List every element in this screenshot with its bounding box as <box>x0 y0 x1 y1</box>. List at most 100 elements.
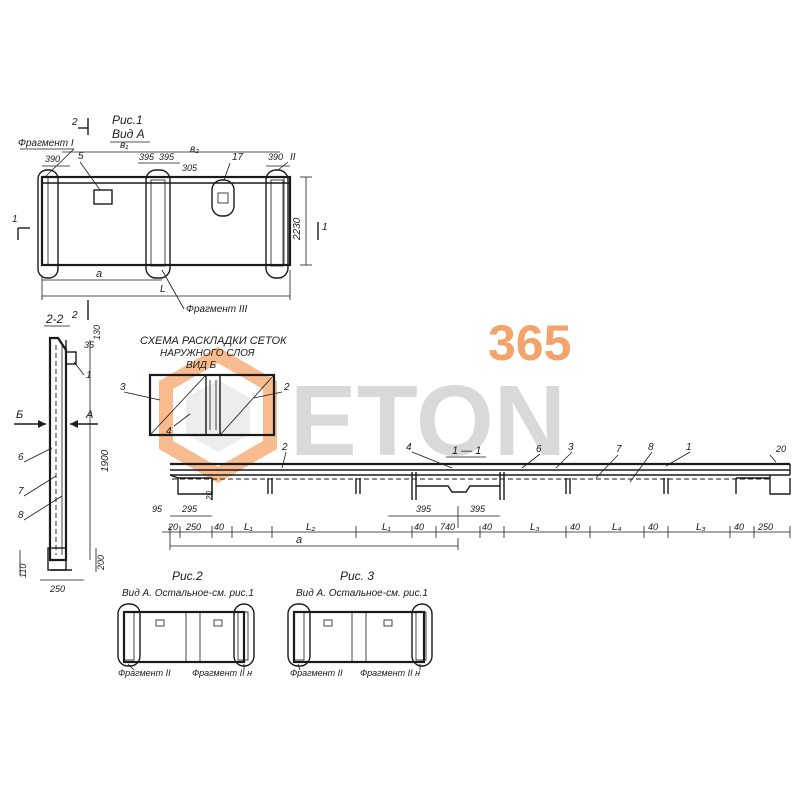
dim-395-a: 395 <box>139 152 155 162</box>
fig1-title: Рис.1 <box>112 113 143 127</box>
dim-390-left: 390 <box>45 154 60 164</box>
sec11-label-2: 2 <box>281 442 288 453</box>
dim-top-295: 295 <box>181 504 198 514</box>
dim-110: 110 <box>18 564 28 578</box>
dim-bot-4: L₂ <box>306 522 316 533</box>
mesh-layout-scheme: СХЕМА РАСКЛАДКИ СЕТОК НАРУЖНОГО СЛОЯ ВИД… <box>120 335 290 437</box>
fig3-title: Рис. 3 <box>340 569 374 583</box>
fig2-title: Рис.2 <box>172 569 203 583</box>
sec11-label-3: 3 <box>568 442 574 453</box>
figure-1: Рис.1 Вид А Фрагмент I 5 17 II 390 в₁ <box>12 113 328 321</box>
fragment-ii-outline <box>265 169 289 279</box>
dim-b1: в₁ <box>120 140 128 151</box>
label-5: 5 <box>78 151 84 162</box>
section-2-2: 2-2 35 130 1 Б А 6 7 8 1900 110 200 250 <box>14 312 111 594</box>
watermark-word: ETON <box>290 365 566 477</box>
sec11-label-8: 8 <box>648 442 654 453</box>
fig3-right-frame <box>411 603 433 667</box>
fig3-caption: Вид А. Остальное-см. рис.1 <box>296 588 428 599</box>
scheme-label-2: 2 <box>283 382 290 393</box>
sec11-label-4: 4 <box>406 442 412 453</box>
sec11-label-1: 1 <box>686 442 692 453</box>
figure-2: Рис.2 Вид А. Остальное-см. рис.1 Фрагмен… <box>117 569 255 678</box>
label-fragment-i: Фрагмент I <box>18 138 74 149</box>
dim-250-sec22: 250 <box>49 584 65 594</box>
arrow-b-label: Б <box>16 409 23 421</box>
fig2-panel <box>122 610 246 664</box>
arrow-a-label: А <box>85 409 93 421</box>
section-1-1: 1 — 1 <box>152 442 791 550</box>
fig1-view: Вид А <box>112 127 145 141</box>
fig2-caption: Вид А. Остальное-см. рис.1 <box>122 588 254 599</box>
scheme-title: СХЕМА РАСКЛАДКИ СЕТОК <box>140 335 287 347</box>
sec11-label-7: 7 <box>616 444 622 455</box>
section-1-right-label: 1 <box>322 222 328 233</box>
dim-bot-6: 40 <box>414 522 424 532</box>
fig3-frag-right: Фрагмент II н <box>360 668 420 678</box>
sec22-label-6: 6 <box>18 452 24 463</box>
dim-b2: в₂ <box>190 144 199 155</box>
dim-top-395-a: 395 <box>416 504 432 514</box>
section-2-bottom-label: 2 <box>71 310 78 321</box>
dim-a-sec11: a <box>296 534 302 546</box>
dim-bot-8: 40 <box>482 522 492 532</box>
scheme-view: ВИД Б <box>186 360 217 371</box>
dim-390-right: 390 <box>268 152 283 162</box>
opening-5 <box>93 189 113 205</box>
fig2-frag-left: Фрагмент II <box>118 668 171 678</box>
dim-bot-11: L₄ <box>612 522 622 533</box>
dim-top-95: 95 <box>152 504 163 514</box>
sec22-title: 2-2 <box>45 312 64 326</box>
fragment-i-outline <box>37 169 59 279</box>
dim-top-395-b: 395 <box>470 504 486 514</box>
section-2-top-label: 2 <box>71 117 78 128</box>
dim-bot-7: 740 <box>440 522 455 532</box>
dim-20-right: 20 <box>775 444 786 454</box>
dim-20-left: 20 <box>205 491 214 501</box>
dim-1900: 1900 <box>100 449 111 472</box>
fig2-frag-right: Фрагмент II н <box>192 668 252 678</box>
sec11-title: 1 — 1 <box>452 445 481 457</box>
label-17: 17 <box>232 152 244 163</box>
dim-L: L <box>160 284 166 295</box>
dim-bot-1: 250 <box>185 522 201 532</box>
sec22-detail-top <box>65 351 77 365</box>
opening-17 <box>211 179 235 217</box>
dim-bot-5: L₁ <box>382 522 391 533</box>
panel-outline <box>40 175 292 267</box>
label-fragment-ii: II <box>290 152 296 163</box>
label-fragment-iii: Фрагмент III <box>186 304 247 315</box>
sec22-label-7: 7 <box>18 486 24 497</box>
watermark-number: 365 <box>488 315 571 371</box>
dim-2230: 2230 <box>292 217 303 241</box>
dim-bot-14: 40 <box>734 522 744 532</box>
dim-130: 130 <box>92 325 102 340</box>
dim-bot-10: 40 <box>570 522 580 532</box>
dim-bot-12: 40 <box>648 522 658 532</box>
figure-3: Рис. 3 Вид А. Остальное-см. рис.1 Фрагме… <box>287 569 433 678</box>
dim-305: 305 <box>182 163 198 173</box>
section-1-left-label: 1 <box>12 214 18 225</box>
dim-200: 200 <box>96 555 106 571</box>
sec22-label-8: 8 <box>18 510 24 521</box>
dim-bot-9: L₃ <box>530 522 540 533</box>
dim-bot-15: 250 <box>757 522 773 532</box>
dim-395-b: 395 <box>159 152 175 162</box>
fig3-frag-left: Фрагмент II <box>290 668 343 678</box>
fig2-left-frame <box>117 603 141 667</box>
scheme-subtitle: НАРУЖНОГО СЛОЯ <box>160 348 255 359</box>
fig3-panel <box>292 610 426 664</box>
scheme-label-4: 4 <box>166 426 172 437</box>
scheme-middle-strip <box>205 374 221 436</box>
dim-bot-2: 40 <box>214 522 224 532</box>
scheme-label-3: 3 <box>120 382 126 393</box>
dim-bot-0: 20 <box>167 522 178 532</box>
fig3-left-frame <box>287 603 311 667</box>
dim-a: a <box>96 268 102 280</box>
dim-bot-3: L₁ <box>244 522 253 533</box>
pilaster-middle <box>145 169 171 279</box>
wall-section-outer <box>48 336 68 562</box>
dim-35: 35 <box>84 340 95 350</box>
